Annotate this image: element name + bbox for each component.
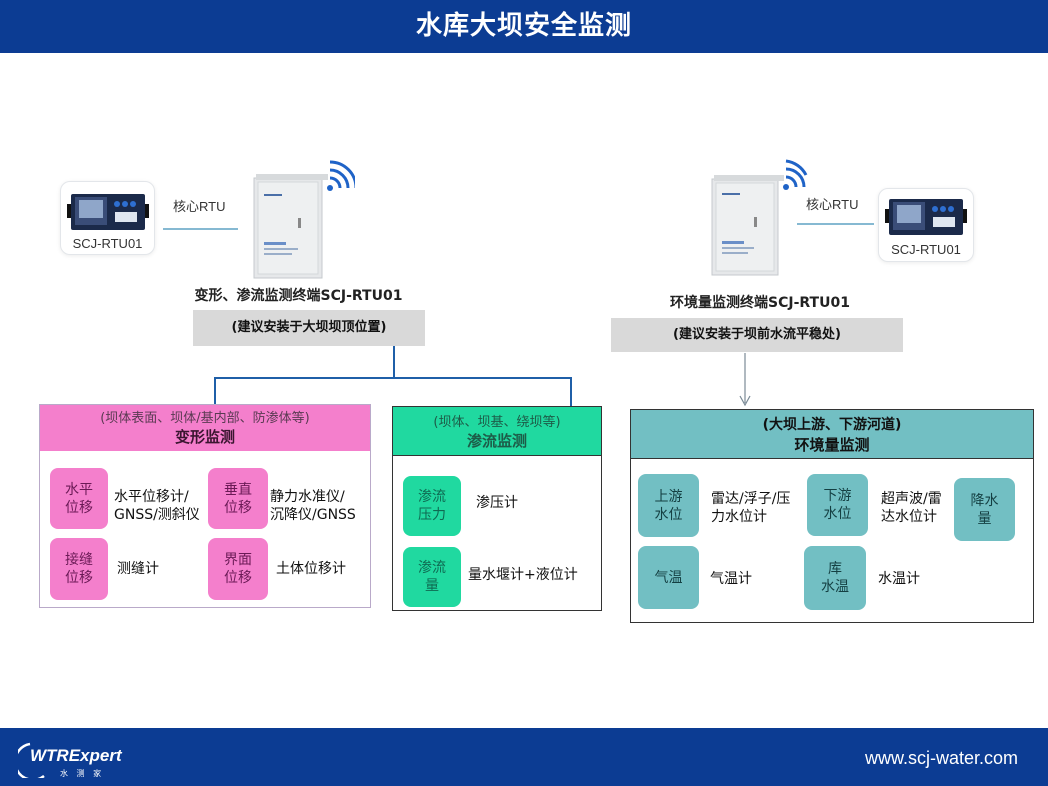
- left-terminal-caption: 变形、渗流监测终端SCJ-RTU01: [194, 288, 403, 304]
- environment-desc-upstream: 雷达/浮子/压 力水位计: [711, 491, 791, 525]
- deformation-desc-vertical: 静力水准仪/ 沉降仪/GNSS: [270, 489, 356, 523]
- right-rtu-label: SCJ-RTU01: [891, 242, 961, 257]
- deformation-chip-horizontal: 水平 位移: [50, 468, 108, 529]
- right-install-note: (建议安装于坝前水流平稳处): [611, 318, 903, 352]
- left-rtu-label: SCJ-RTU01: [72, 236, 143, 251]
- wtrexpert-logo-icon: [18, 742, 45, 778]
- environment-chip-air-temp: 气温: [638, 546, 699, 609]
- seepage-panel-header: (坝体、坝基、绕坝等) 渗流监测: [393, 407, 601, 456]
- footer-bar: [0, 728, 1048, 786]
- environment-desc-downstream: 超声波/雷 达水位计: [881, 491, 942, 525]
- right-terminal-caption: 环境量监测终端SCJ-RTU01: [670, 295, 850, 311]
- left-install-note: (建议安装于大坝坝顶位置): [193, 310, 425, 346]
- environment-subtitle: (大坝上游、下游河道): [762, 417, 902, 433]
- right-tree-branch: [394, 377, 572, 406]
- left-cabinet-icon: [253, 160, 355, 279]
- environment-panel-header: (大坝上游、下游河道) 环境量监测: [631, 410, 1033, 459]
- seepage-title: 渗流监测: [466, 432, 527, 450]
- right-link-label: 核心RTU: [806, 197, 859, 212]
- right-rtu-card: SCJ-RTU01: [878, 188, 974, 262]
- environment-chip-precipitation: 降水 量: [954, 478, 1015, 541]
- rtu-device-icon: [67, 194, 149, 230]
- deformation-chip-interface: 界面 位移: [208, 538, 268, 600]
- environment-chip-downstream: 下游 水位: [807, 474, 868, 536]
- seepage-chip-flow: 渗流 量: [403, 547, 461, 607]
- environment-chip-upstream: 上游 水位: [638, 474, 699, 537]
- footer-url: www.scj-water.com: [864, 748, 1018, 768]
- deformation-chip-joint: 接缝 位移: [50, 538, 108, 600]
- environment-arrow-head: [739, 395, 751, 407]
- seepage-desc-pressure: 渗压计: [476, 495, 518, 511]
- environment-chip-water-temp: 库 水温: [804, 546, 866, 610]
- deformation-subtitle: (坝体表面、坝体/基内部、防渗体等): [100, 411, 310, 426]
- seepage-chip-pressure: 渗流 压力: [403, 476, 461, 536]
- environment-desc-water-temp: 水温计: [878, 571, 920, 587]
- environment-desc-air-temp: 气温计: [710, 571, 752, 587]
- left-tree-branch: [214, 346, 395, 404]
- deformation-desc-interface: 土体位移计: [276, 561, 346, 577]
- seepage-desc-flow: 量水堰计+液位计: [468, 567, 578, 583]
- left-link-label: 核心RTU: [173, 199, 226, 214]
- environment-title: 环境量监测: [794, 436, 870, 454]
- deformation-desc-joint: 测缝计: [117, 561, 159, 577]
- logo-subtext: 水 测 家: [60, 769, 105, 778]
- right-cabinet-icon: [711, 159, 808, 276]
- logo-text: WTRExpert: [30, 746, 122, 765]
- deformation-desc-horizontal: 水平位移计/ GNSS/测斜仪: [114, 489, 200, 523]
- rtu-device-icon: [885, 199, 967, 235]
- left-rtu-card: SCJ-RTU01: [60, 181, 155, 255]
- deformation-title: 变形监测: [174, 428, 235, 446]
- seepage-subtitle: (坝体、坝基、绕坝等): [433, 415, 561, 430]
- header-bar: [0, 0, 1048, 53]
- page-title: 水库大坝安全监测: [415, 11, 632, 41]
- deformation-panel-header: (坝体表面、坝体/基内部、防渗体等) 变形监测: [40, 405, 370, 451]
- deformation-chip-vertical: 垂直 位移: [208, 468, 268, 529]
